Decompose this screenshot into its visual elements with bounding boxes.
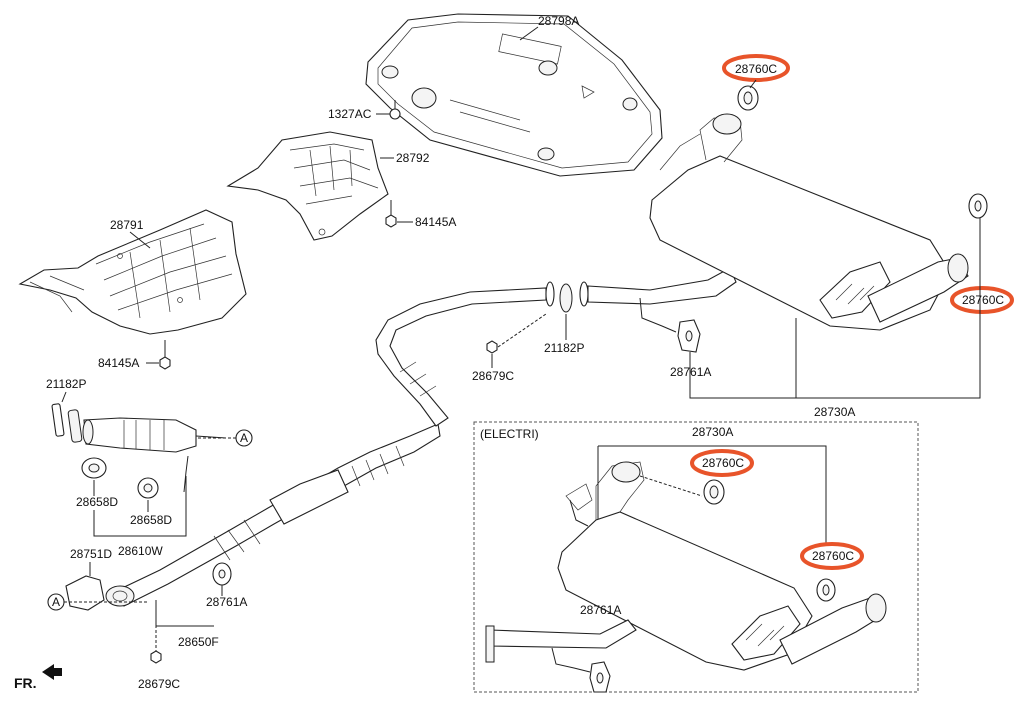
front-direction-indicator: FR. bbox=[14, 664, 62, 691]
label-28760C-top: 28760C bbox=[735, 62, 777, 76]
callout-28760C-top[interactable]: 28760C bbox=[722, 54, 790, 82]
inset-hanger-28761A[interactable] bbox=[551, 647, 611, 693]
inset-muffler[interactable] bbox=[557, 461, 887, 671]
label-21182P-mid: 21182P bbox=[544, 341, 584, 355]
label-84145A-top: 84145A bbox=[415, 215, 456, 229]
nut-84145A-left[interactable] bbox=[159, 340, 171, 370]
leader-28760C-top bbox=[749, 79, 757, 89]
inset-callout-28760C-2[interactable]: 28760C bbox=[800, 542, 864, 570]
bracket-line bbox=[183, 455, 189, 493]
hanger-28658D-b[interactable] bbox=[137, 477, 159, 499]
label-28761A-inset: 28761A bbox=[580, 603, 621, 617]
inset-hanger-28760C-2[interactable] bbox=[816, 578, 836, 602]
hanger-28760C-top[interactable] bbox=[737, 85, 759, 111]
leader-28798A bbox=[519, 26, 539, 41]
label-21182P-left: 21182P bbox=[46, 377, 86, 391]
label-28761A-mid: 28761A bbox=[670, 365, 711, 379]
label-28730A-main: 28730A bbox=[814, 405, 855, 419]
center-pipe-28650F[interactable] bbox=[117, 423, 441, 607]
label-28760C-right: 28760C bbox=[962, 293, 1004, 307]
label-28730A-inset: 28730A bbox=[692, 425, 733, 439]
inset-hanger-28760C-1[interactable] bbox=[703, 479, 725, 505]
middle-pipe[interactable] bbox=[375, 267, 737, 427]
label-28791: 28791 bbox=[110, 218, 144, 232]
label-28679C-mid: 28679C bbox=[472, 369, 514, 383]
label-28658D-a: 28658D bbox=[76, 495, 118, 509]
rear-muffler-28730A[interactable] bbox=[649, 113, 969, 331]
front-flange-28751D[interactable] bbox=[65, 575, 135, 611]
hanger-28760C-right[interactable] bbox=[968, 193, 988, 219]
label-28658D-b: 28658D bbox=[130, 513, 172, 527]
hanger-28761A-bottom[interactable] bbox=[212, 562, 232, 586]
label-28760C-inset2: 28760C bbox=[812, 549, 854, 563]
inset-electri-box bbox=[473, 421, 919, 693]
inset-callout-28760C-1[interactable]: 28760C bbox=[690, 449, 754, 477]
ref-circle-a1: A bbox=[198, 429, 253, 447]
fr-label: FR. bbox=[14, 675, 37, 691]
fr-arrow-icon bbox=[42, 664, 62, 680]
ref-a2-letter: A bbox=[52, 595, 60, 609]
gasket-21182P-left[interactable] bbox=[51, 403, 83, 443]
ref-circle-a2: A bbox=[47, 593, 148, 611]
label-28798A: 28798A bbox=[538, 14, 579, 28]
leader-28610W bbox=[93, 476, 187, 537]
inset-dash-1 bbox=[639, 475, 703, 497]
heat-protector-28792[interactable] bbox=[226, 131, 389, 241]
nut-28679C-bottom[interactable] bbox=[150, 620, 162, 664]
inset-inlet-pipe[interactable] bbox=[485, 619, 637, 663]
label-1327AC: 1327AC bbox=[328, 107, 372, 121]
label-84145A-left: 84145A bbox=[98, 356, 139, 370]
ref-a1-letter: A bbox=[240, 431, 248, 445]
leader-28730A-main bbox=[689, 218, 981, 399]
leader-28791 bbox=[129, 231, 151, 249]
bolt-1327AC[interactable] bbox=[389, 100, 401, 120]
label-28650F: 28650F bbox=[178, 635, 219, 649]
nut-84145A-top[interactable] bbox=[385, 200, 397, 228]
label-28792: 28792 bbox=[396, 151, 430, 165]
inset-title: (ELECTRI) bbox=[480, 427, 539, 441]
leader-28730A-inset bbox=[598, 445, 827, 546]
callout-28760C-right[interactable]: 28760C bbox=[950, 286, 1014, 314]
nut-28679C-mid[interactable] bbox=[486, 313, 547, 354]
hanger-28658D-a[interactable] bbox=[81, 457, 107, 479]
label-28761A-bottom: 28761A bbox=[206, 595, 247, 609]
label-28751D: 28751D bbox=[70, 547, 112, 561]
label-28610W: 28610W bbox=[118, 544, 163, 558]
catalytic-converter-28610W[interactable] bbox=[82, 417, 227, 453]
leader-21182P-left bbox=[61, 391, 67, 403]
hanger-28761A-mid[interactable] bbox=[639, 297, 701, 353]
under-cover-28798A[interactable] bbox=[365, 13, 663, 177]
label-28679C-bottom: 28679C bbox=[138, 677, 180, 691]
label-28760C-inset1: 28760C bbox=[702, 456, 744, 470]
heat-protector-28791[interactable] bbox=[18, 209, 247, 335]
